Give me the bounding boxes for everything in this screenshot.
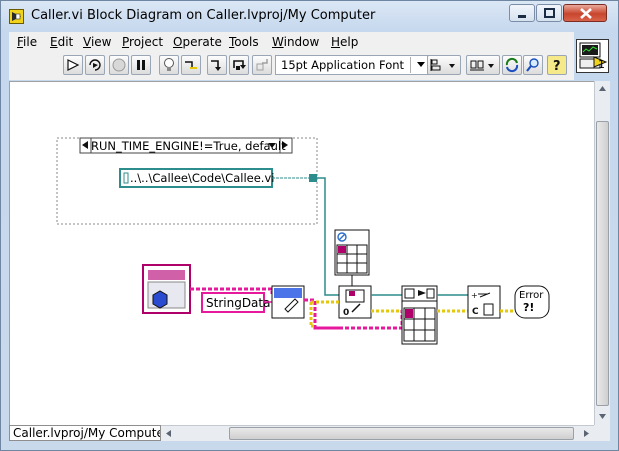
menu-operate[interactable]: Operate xyxy=(173,35,222,49)
close-button[interactable] xyxy=(563,4,607,22)
vertical-scrollbar[interactable] xyxy=(594,81,610,425)
case-dropdown-icon xyxy=(268,143,276,148)
menu-view[interactable]: View xyxy=(83,35,111,49)
string-constant-value: StringData xyxy=(206,296,270,310)
menu-view-label: iew xyxy=(90,35,112,49)
svg-text:+: + xyxy=(471,291,478,300)
pause-icon[interactable] xyxy=(131,55,151,75)
context-help-icon[interactable]: ? xyxy=(547,55,567,75)
block-diagram-canvas[interactable]: RUN_TIME_ENGINE!=True, default ..\..\Cal… xyxy=(9,81,594,425)
vertical-scroll-thumb[interactable] xyxy=(596,121,609,406)
menu-tools-mnemonic: T xyxy=(229,35,235,49)
menu-project[interactable]: Project xyxy=(122,35,163,49)
conditional-disable-structure[interactable] xyxy=(56,137,318,225)
scroll-up-button[interactable] xyxy=(595,81,610,97)
svg-text:?: ? xyxy=(553,59,561,73)
error-wire xyxy=(311,300,402,313)
start-asynchronous-call-node[interactable] xyxy=(401,285,438,345)
title-bar: Caller.vi Block Diagram on Caller.lvproj… xyxy=(1,1,618,31)
context-path: Caller.lvproj/My Computer xyxy=(9,425,161,441)
cube-icon xyxy=(152,290,168,309)
menu-file-mnemonic: F xyxy=(17,35,24,49)
vi-icon-connector-pane[interactable] xyxy=(576,39,609,73)
run-continuously-icon[interactable] xyxy=(85,55,105,75)
highlight-execution-icon[interactable] xyxy=(159,55,179,75)
abort-icon[interactable] xyxy=(109,55,129,75)
close-reference-node[interactable]: + C xyxy=(467,285,501,319)
options-constant[interactable] xyxy=(334,229,370,276)
minimize-button[interactable] xyxy=(509,4,535,22)
svg-text:0: 0 xyxy=(343,308,349,318)
diagram-svg: RUN_TIME_ENGINE!=True, default ..\..\Cal… xyxy=(56,137,550,345)
simple-error-handler-node[interactable] xyxy=(514,285,550,319)
step-out-icon[interactable] xyxy=(252,55,272,75)
set-data-node[interactable] xyxy=(271,285,305,319)
menu-file-label: ile xyxy=(23,35,38,49)
clean-up-diagram-icon[interactable] xyxy=(502,55,522,75)
class-constant[interactable] xyxy=(142,264,191,314)
menu-bar: File Edit View Project Operate Tools Win… xyxy=(9,32,574,52)
run-arrow-icon[interactable] xyxy=(63,55,83,75)
case-prev-icon xyxy=(82,141,88,149)
menu-operate-mnemonic: O xyxy=(173,35,183,49)
step-over-icon[interactable] xyxy=(229,55,249,75)
case-selector-label: RUN_TIME_ENGINE!=True, default xyxy=(91,139,286,153)
path-constant-value: ..\..\Callee\Code\Callee.vi xyxy=(130,171,274,185)
chevron-down-icon xyxy=(417,62,425,67)
menu-project-mnemonic: P xyxy=(122,35,130,49)
search-icon[interactable] xyxy=(523,55,543,75)
open-vi-reference-node[interactable]: 0 xyxy=(338,285,372,319)
connector-count: 1 xyxy=(598,58,605,71)
menu-project-label: roject xyxy=(129,35,164,49)
maximize-button[interactable] xyxy=(536,4,562,22)
menu-help-label: elp xyxy=(340,35,359,49)
tunnel xyxy=(309,174,317,182)
toolbar: 15pt Application Font ? xyxy=(9,52,574,80)
menu-window-mnemonic: W xyxy=(272,35,284,49)
menu-operate-label: perate xyxy=(182,35,222,49)
horizontal-scroll-thumb[interactable] xyxy=(229,427,574,440)
menu-tools[interactable]: Tools xyxy=(229,35,259,49)
align-objects-icon[interactable] xyxy=(427,55,461,75)
menu-edit[interactable]: Edit xyxy=(50,35,73,49)
retain-wire-values-icon[interactable] xyxy=(181,55,201,75)
step-into-icon[interactable] xyxy=(207,55,227,75)
horizontal-scrollbar[interactable] xyxy=(161,425,594,441)
scroll-left-button[interactable] xyxy=(161,426,177,441)
distribute-objects-icon[interactable] xyxy=(466,55,500,75)
menu-file[interactable]: File xyxy=(17,35,37,49)
menu-help-mnemonic: H xyxy=(331,35,341,49)
font-dropdown[interactable]: 15pt Application Font xyxy=(275,55,429,75)
path-wire xyxy=(317,177,339,296)
menu-edit-mnemonic: E xyxy=(50,35,58,49)
svg-text:C: C xyxy=(472,307,479,317)
labview-block-diagram-icon xyxy=(9,9,24,24)
resize-corner[interactable] xyxy=(594,425,610,441)
error-handler-label: Error xyxy=(519,290,544,301)
pencil-icon xyxy=(284,298,299,313)
font-dropdown-value: 15pt Application Font xyxy=(281,58,405,72)
font-dropdown-divider xyxy=(410,57,411,73)
menu-help[interactable]: Help xyxy=(331,35,358,49)
menu-window-label: indow xyxy=(283,35,320,49)
window-title: Caller.vi Block Diagram on Caller.lvproj… xyxy=(31,8,376,23)
error-handler-symbols: ?! xyxy=(523,301,534,314)
menu-view-mnemonic: V xyxy=(83,35,91,49)
scroll-right-button[interactable] xyxy=(578,426,594,441)
case-next-icon xyxy=(282,141,288,149)
scroll-down-button[interactable] xyxy=(595,409,610,425)
menu-window[interactable]: Window xyxy=(272,35,319,49)
menu-edit-label: dit xyxy=(57,35,74,49)
menu-tools-label: ools xyxy=(234,35,259,49)
